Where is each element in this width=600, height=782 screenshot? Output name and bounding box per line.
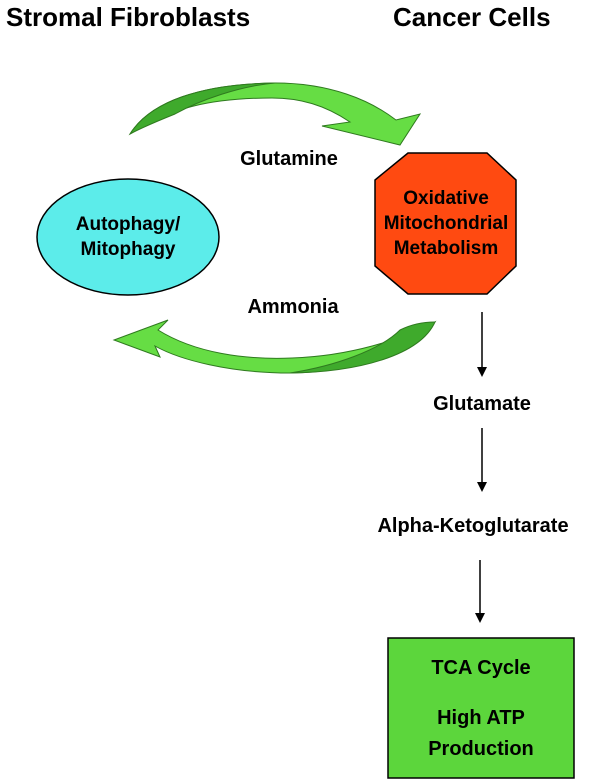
tca-cycle-box — [387, 637, 575, 779]
tca-cycle-label: TCA Cycle — [431, 657, 531, 679]
autophagy-mitophagy-ellipse — [36, 178, 220, 296]
tca-box-atp-text: High ATP Production — [388, 703, 574, 765]
alpha-ketoglutarate-label: Alpha-Ketoglutarate — [377, 515, 569, 537]
oxidative-metabolism-text: Oxidative Mitochondrial Metabolism — [376, 186, 516, 261]
glutamine-label: Glutamine — [240, 148, 338, 170]
autophagy-mitophagy-text: Autophagy/ Mitophagy — [50, 212, 206, 262]
stromal-fibroblasts-header: Stromal Fibroblasts — [6, 2, 251, 32]
ammonia-label: Ammonia — [247, 296, 339, 318]
oxidative-label: Oxidative — [403, 188, 489, 209]
autophagy-label: Autophagy/ — [75, 214, 181, 235]
metabolism-label: Metabolism — [393, 238, 499, 259]
mitophagy-label: Mitophagy — [80, 239, 176, 260]
glutamine-transfer-arrow — [128, 82, 422, 146]
cancer-cells-header: Cancer Cells — [393, 2, 551, 32]
mitochondrial-label: Mitochondrial — [383, 213, 509, 234]
production-label: Production — [428, 738, 534, 760]
ammonia-transfer-arrow — [112, 319, 437, 374]
glutamate-label: Glutamate — [433, 393, 531, 415]
oxidative-metabolism-octagon — [374, 152, 517, 295]
high-atp-label: High ATP — [437, 707, 525, 729]
